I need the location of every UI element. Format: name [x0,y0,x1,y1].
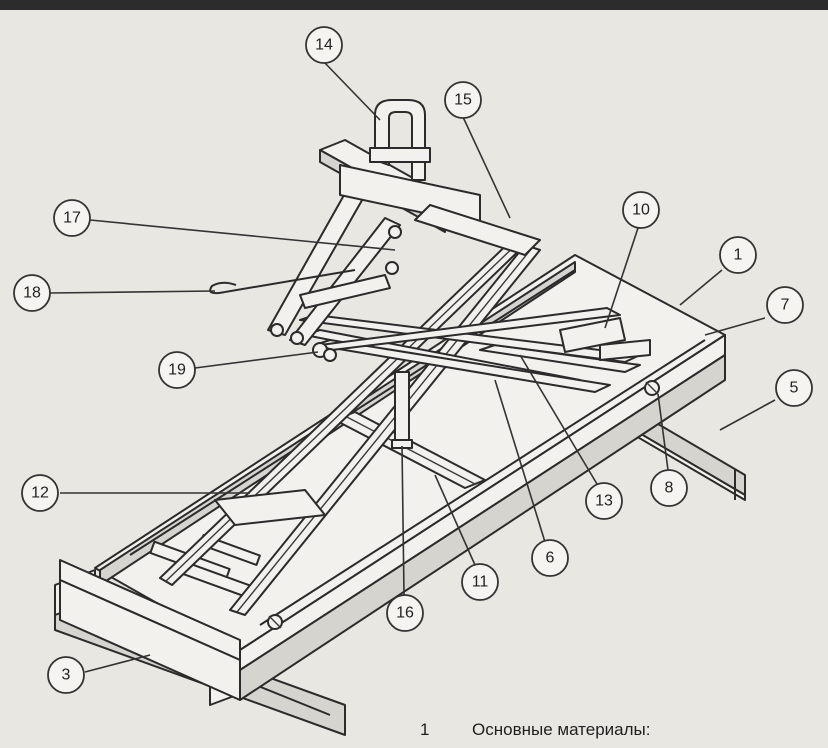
callout-7: 7 [766,286,804,324]
callout-5: 5 [775,369,813,407]
bracket-details [559,317,651,361]
callout-1: 1 [719,236,757,274]
callout-18: 18 [13,274,51,312]
materials-note: 1 Основные материалы: [420,720,820,740]
callout-12: 12 [21,474,59,512]
svg-text:6: 6 [546,550,555,567]
callout-6: 6 [531,539,569,577]
scissor-arms [299,307,641,393]
svg-text:1: 1 [734,247,743,264]
svg-text:10: 10 [632,202,650,219]
svg-text:12: 12 [31,485,49,502]
vertical-rod [391,371,413,449]
svg-text:18: 18 [23,285,41,302]
callout-10: 10 [622,191,660,229]
svg-text:17: 17 [63,210,81,227]
leader-lines [49,61,776,673]
svg-text:19: 19 [168,362,186,379]
callout-14: 14 [305,26,343,64]
svg-text:3: 3 [62,667,71,684]
bolts [267,225,660,630]
note-text: Основные материалы: [472,720,651,739]
note-number: 1 [420,720,430,739]
svg-text:8: 8 [665,480,674,497]
callout-19: 19 [158,351,196,389]
callout-15: 15 [444,81,482,119]
svg-text:11: 11 [472,574,489,591]
svg-text:16: 16 [396,605,414,622]
main-frame [59,254,726,701]
callout-8: 8 [650,469,688,507]
hook [209,269,356,295]
svg-text:13: 13 [595,493,613,510]
lifting-head [319,99,541,256]
svg-text:5: 5 [790,380,799,397]
window-top-bar [0,0,828,10]
svg-text:7: 7 [781,297,790,314]
callout-13: 13 [585,482,623,520]
svg-text:15: 15 [454,92,472,109]
callout-17: 17 [53,199,91,237]
callout-11: 11 [461,563,499,601]
callout-16: 16 [386,594,424,632]
callout-3: 3 [47,656,85,694]
callouts: 14 15 17 18 10 1 [13,26,813,694]
upper-links [267,187,401,362]
svg-text:14: 14 [315,37,333,54]
